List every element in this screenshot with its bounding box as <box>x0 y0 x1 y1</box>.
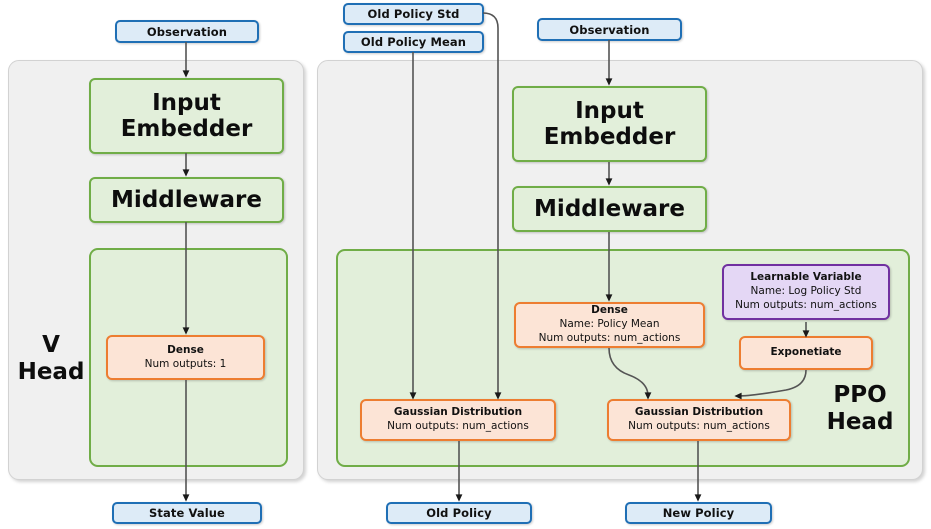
ppo-head-exponetiate[interactable]: Exponetiate <box>739 336 873 370</box>
input-observation-right[interactable]: Observation <box>537 18 682 41</box>
v-head-dense-title: Dense <box>167 343 204 356</box>
ppo-head-caption: PPO Head <box>826 382 894 436</box>
ppo-head-learnable-variable-outputs: Num outputs: num_actions <box>735 298 877 311</box>
ppo-head-dense-policy-mean-outputs: Num outputs: num_actions <box>538 331 681 344</box>
input-old-policy-mean-label: Old Policy Mean <box>360 35 467 49</box>
ppo-head-dense-policy-mean[interactable]: Dense Name: Policy Mean Num outputs: num… <box>514 302 705 348</box>
ppo-head-middleware-label: Middleware <box>534 196 685 222</box>
input-observation-left[interactable]: Observation <box>115 20 259 43</box>
v-head-dense[interactable]: Dense Num outputs: 1 <box>106 335 265 380</box>
ppo-head-dense-policy-mean-name: Name: Policy Mean <box>559 318 660 331</box>
ppo-head-gaussian-new-outputs: Num outputs: num_actions <box>628 420 770 432</box>
output-new-policy[interactable]: New Policy <box>625 502 772 524</box>
output-new-policy-label: New Policy <box>662 506 735 520</box>
ppo-head-gaussian-new-title: Gaussian Distribution <box>634 406 764 419</box>
v-head-input-embedder[interactable]: Input Embedder <box>89 78 284 154</box>
ppo-head-learnable-variable-title: Learnable Variable <box>750 271 862 284</box>
ppo-head-gaussian-old-outputs: Num outputs: num_actions <box>387 420 529 432</box>
ppo-head-input-embedder-label: Input Embedder <box>543 98 676 150</box>
input-old-policy-mean[interactable]: Old Policy Mean <box>343 31 484 53</box>
v-head-input-embedder-label: Input Embedder <box>120 90 253 142</box>
ppo-head-gaussian-old-title: Gaussian Distribution <box>393 406 523 419</box>
ppo-head-learnable-variable[interactable]: Learnable Variable Name: Log Policy Std … <box>722 264 890 320</box>
ppo-head-gaussian-distribution-new[interactable]: Gaussian Distribution Num outputs: num_a… <box>607 399 791 441</box>
v-head-middleware-label: Middleware <box>111 187 262 213</box>
ppo-head-dense-policy-mean-title: Dense <box>591 304 628 317</box>
input-observation-right-label: Observation <box>569 22 650 37</box>
output-old-policy[interactable]: Old Policy <box>386 502 532 524</box>
v-head-dense-outputs: Num outputs: 1 <box>144 357 227 370</box>
ppo-head-middleware[interactable]: Middleware <box>512 186 707 232</box>
output-state-value[interactable]: State Value <box>112 502 262 524</box>
input-old-policy-std[interactable]: Old Policy Std <box>343 3 484 25</box>
output-state-value-label: State Value <box>149 506 225 520</box>
input-observation-left-label: Observation <box>146 24 228 39</box>
ppo-head-exponetiate-title: Exponetiate <box>770 346 842 359</box>
output-old-policy-label: Old Policy <box>426 506 492 520</box>
input-old-policy-std-label: Old Policy Std <box>367 7 460 21</box>
ppo-head-input-embedder[interactable]: Input Embedder <box>512 86 707 162</box>
ppo-head-gaussian-distribution-old[interactable]: Gaussian Distribution Num outputs: num_a… <box>360 399 556 441</box>
ppo-head-learnable-variable-name: Name: Log Policy Std <box>750 285 862 298</box>
v-head-middleware[interactable]: Middleware <box>89 177 284 223</box>
v-head-caption: V Head <box>17 332 85 386</box>
